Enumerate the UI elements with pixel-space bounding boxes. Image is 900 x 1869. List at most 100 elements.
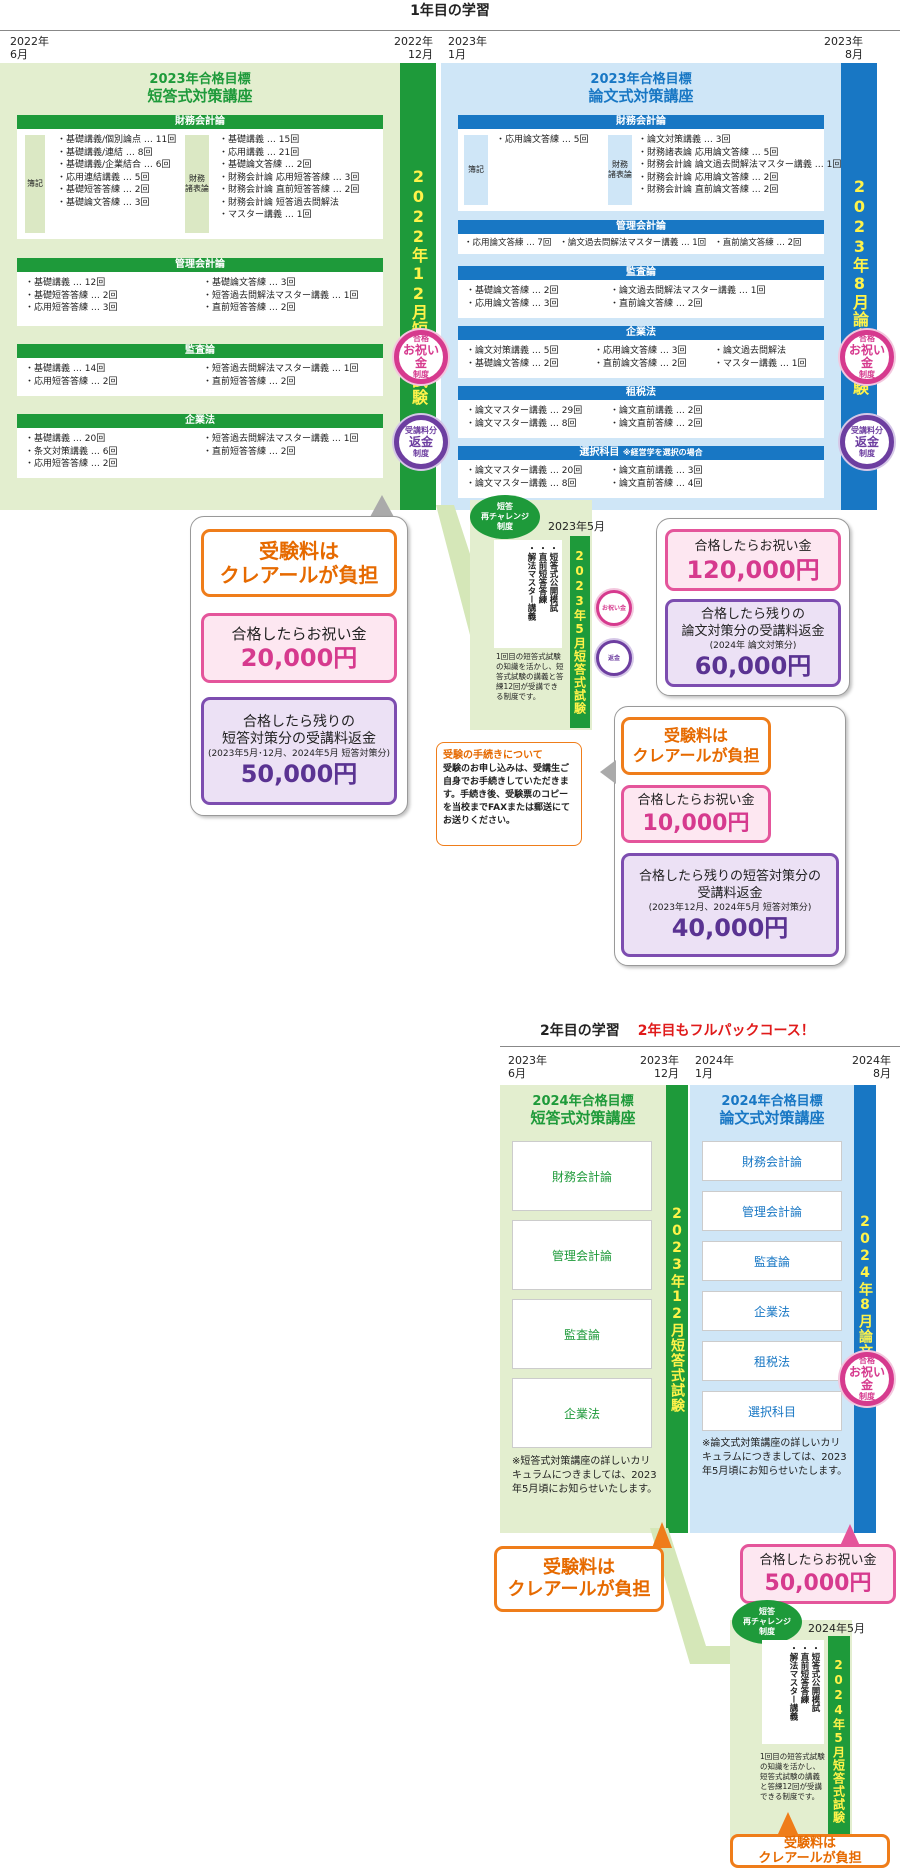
course-title: 短答式対策講座	[530, 1109, 636, 1127]
refund-money: 合格したら残りの 短答対策分の受講料返金(2023年5月･12月、2024年5月…	[201, 697, 397, 805]
list-item: 短答過去問解法マスター講義 … 1回	[203, 290, 358, 303]
list-item: 応用講義 … 21回	[219, 147, 359, 160]
callout-pointer	[778, 1812, 798, 1834]
section-zaimu: 財務会計論 簿記 応用論文答練 … 5回 財務 諸表論 論文対策講義 … 3回財…	[458, 115, 841, 211]
connector-arrow	[650, 1528, 730, 1664]
list-item: 短答過去問解法マスター講義 … 1回	[203, 433, 358, 446]
challenge-items: 短答式公開模試直前短答答練解法マスター講義	[494, 540, 562, 648]
list-item: マスター講義 … 1回	[714, 358, 806, 371]
challenge-note: 1回目の短答式試験の知識を活かし、短答式試験の講義と答練12回が受講できる制度で…	[496, 652, 564, 701]
subject-tag: 財務 諸表論	[185, 135, 209, 233]
list-item: 論文マスター講義 … 8回	[466, 418, 582, 431]
course-year: 2024年合格目標	[532, 1094, 634, 1109]
refund-money: 合格したら残りの 論文対策分の受講料返金(2024年 論文対策分)60,000円	[665, 599, 841, 687]
section-kanri: 管理会計論 基礎講義 … 12回基礎短答答練 … 2回応用短答答練 … 3回 基…	[17, 258, 383, 326]
fee-notice: 受験料は クレアールが負担	[201, 529, 397, 597]
list-item: 論文対策講義 … 5回	[466, 345, 558, 358]
list-item: 直前短答答練 … 2回	[203, 376, 358, 389]
exam-bar-essay: 2024年8月論文式試験	[854, 1085, 876, 1533]
list-item: 直前論文答練 … 2回	[594, 358, 686, 371]
item-list: 論文直前講義 … 3回論文直前答練 … 4回	[604, 462, 708, 493]
section-zaimu: 財務会計論 簿記 基礎講義/個別論点 … 11回基礎講義/連結 … 8回基礎講義…	[17, 115, 383, 239]
list-item: 論文マスター講義 … 8回	[466, 478, 582, 491]
challenge-date: 2023年5月	[548, 520, 605, 533]
list-item: 財務諸表論 応用論文答練 … 5回	[638, 147, 841, 160]
subject-box: 企業法	[512, 1378, 652, 1448]
section-kansa: 監査論 基礎論文答練 … 2回応用論文答練 … 3回 論文過去問解法マスター講義…	[458, 266, 824, 318]
celebration-badge: 合格お祝い金制度	[394, 330, 448, 384]
list-item: 短答式公開模試	[547, 544, 558, 644]
course-title: 論文式対策講座	[719, 1109, 825, 1127]
subject-box: 選択科目	[702, 1391, 842, 1431]
list-item: 論文直前答練 … 2回	[610, 418, 702, 431]
section-kansa: 監査論 基礎講義 … 14回応用短答答練 … 2回 短答過去問解法マスター講義 …	[17, 344, 383, 396]
fee-notice: 受験料は クレアールが負担	[494, 1546, 664, 1612]
item-list: 基礎論文答練 … 2回応用論文答練 … 3回	[460, 282, 564, 313]
item-list: 基礎講義 … 20回条文対策講義 … 6回応用短答答練 … 2回	[19, 430, 123, 474]
section-header: 選択科目 ※経営学を選択の場合	[458, 446, 824, 460]
list-item: 基礎講義 … 12回	[25, 277, 117, 290]
item-list: 論文過去問解法マスター講義 … 1回	[708, 342, 812, 373]
subject-tag: 簿記	[25, 135, 45, 233]
callout-pointer	[840, 1524, 860, 1546]
subject-box: 監査論	[702, 1241, 842, 1281]
list-item: 応用論文答練 … 5回	[496, 134, 588, 147]
list-item: 応用短答答練 … 2回	[25, 458, 117, 471]
callout-pointer	[370, 495, 394, 517]
list-item: 論文過去問解法マスター講義 … 1回	[610, 285, 765, 298]
callout-pointer	[652, 1522, 672, 1548]
essay-note: ※論文式対策講座の詳しいカリキュラムにつきましては、2023年5月頃にお知らせい…	[702, 1438, 848, 1477]
list-item: 直前短答答練 … 2回	[203, 302, 358, 315]
year2-subtitle: 2年目もフルパックコース！	[637, 1023, 815, 1039]
list-item: 論文直前講義 … 2回	[610, 405, 702, 418]
list-item: 解法マスター講義	[525, 544, 536, 644]
fee-notice: 受験料は クレアールが負担	[621, 717, 771, 775]
list-item: 基礎論文答練 … 3回	[203, 277, 358, 290]
list-item: 基礎論文答練 … 2回	[466, 358, 558, 371]
list-item: 基礎論文答練 … 3回	[57, 197, 176, 210]
procedure-box: 受験の手続きについて 受験のお申し込みは、受講生ご自身でお手続きしていただきます…	[436, 742, 582, 846]
list-item: 基礎講義/連結 … 8回	[57, 147, 176, 160]
subject-box: 企業法	[702, 1291, 842, 1331]
section-kigyo: 企業法 論文対策講義 … 5回基礎論文答練 … 2回 応用論文答練 … 3回直前…	[458, 326, 824, 378]
exam-bar-challenge: 2024年5月短答式試験	[828, 1636, 850, 1846]
list-item: 財務会計論 応用論文答練 … 2回	[638, 172, 841, 185]
item-list: 応用論文答練 … 5回	[490, 131, 594, 150]
section-header: 財務会計論	[17, 115, 383, 129]
section-header: 租税法	[458, 386, 824, 400]
list-item: 応用論文答練 … 3回	[466, 298, 558, 311]
list-item: 論文マスター講義 … 29回	[466, 405, 582, 418]
item-list: 論文マスター講義 … 29回論文マスター講義 … 8回	[460, 402, 588, 433]
list-item: 応用短答答練 … 2回	[25, 376, 117, 389]
subject-box: 財務会計論	[512, 1141, 652, 1211]
item-list: 基礎講義 … 14回応用短答答練 … 2回	[19, 360, 123, 391]
item-list: 論文直前講義 … 2回論文直前答練 … 2回	[604, 402, 708, 433]
list-item: 条文対策講義 … 6回	[25, 446, 117, 459]
item-list: 基礎講義 … 15回応用講義 … 21回基礎論文答練 … 2回財務会計論 応用短…	[213, 131, 365, 225]
section-header: 企業法	[458, 326, 824, 340]
list-item: 財務会計論 直前短答答練 … 2回	[219, 184, 359, 197]
list-item: 基礎講義 … 20回	[25, 433, 117, 446]
subject-tag: 財務 諸表論	[608, 135, 632, 205]
fee-notice: 受験料は クレアールが負担	[730, 1834, 890, 1868]
list-item: 直前短答答練	[798, 1644, 809, 1740]
refund-badge: 返金	[596, 640, 632, 676]
section-sozei: 租税法 論文マスター講義 … 29回論文マスター講義 … 8回 論文直前講義 ……	[458, 386, 824, 438]
list-item: 基礎短答答練 … 2回	[57, 184, 176, 197]
list-item: 直前短答答練	[536, 544, 547, 644]
callout-pointer	[600, 760, 616, 784]
list-item: 基礎論文答練 … 2回	[219, 159, 359, 172]
item-list: 応用論文答練 … 3回直前論文答練 … 2回	[588, 342, 692, 373]
list-item: 応用論文答練 … 7回	[464, 237, 552, 250]
exam-bar-short: 2023年12月短答式試験	[666, 1085, 688, 1533]
